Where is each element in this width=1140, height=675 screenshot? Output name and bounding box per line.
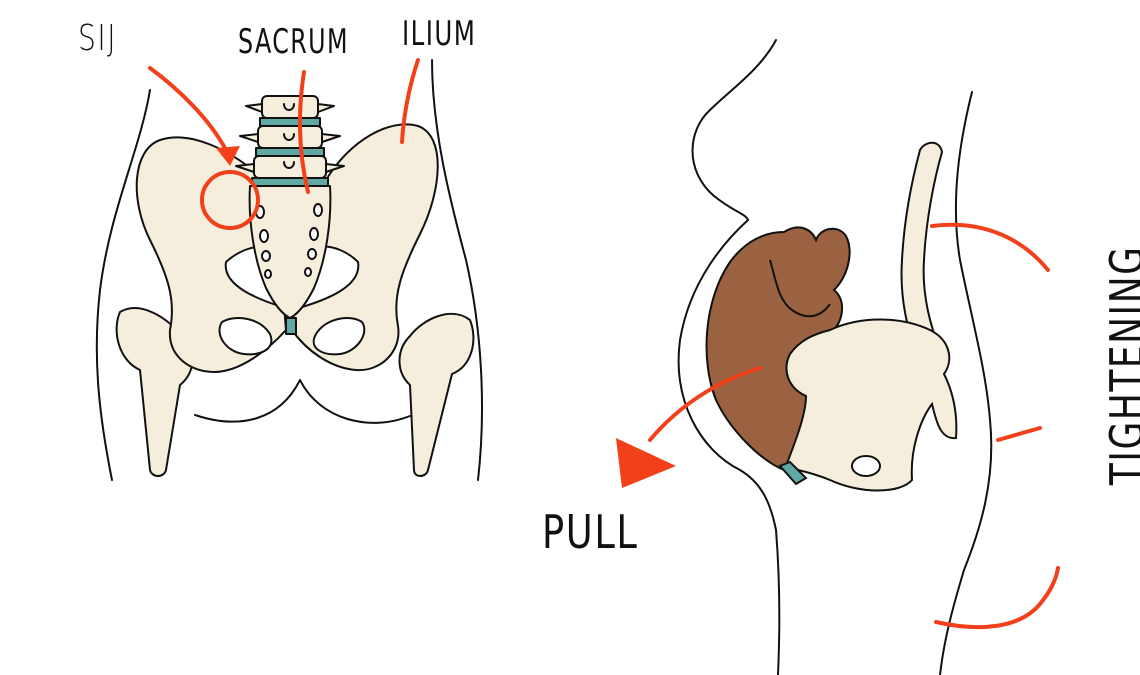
pull-curve [648,366,762,442]
pubic-symphysis [285,317,297,335]
side-obturator [851,455,881,477]
right-femur [398,312,475,477]
sij-arrowhead-icon [216,146,240,166]
body-outline-right [431,59,483,481]
pull-arrow-icon [616,438,676,488]
sij-pointer-line [148,66,228,152]
left-obturator [218,317,273,356]
spine-side [900,141,944,354]
label-tightening: TIGHTENING [1100,245,1140,486]
organ-fold [769,259,831,318]
label-ilium: ILIUM [402,14,477,54]
body-outline-left [95,89,151,481]
side-symphysis [778,460,808,486]
lumbar-spine [235,95,345,187]
sij-circle-icon [200,170,260,230]
front-annotations [148,58,420,230]
back-outline [939,91,993,675]
sacrum-pointer-line [297,70,310,194]
side-annotations [616,222,1060,630]
right-obturator [312,317,366,356]
groin-line [194,379,411,424]
sacral-foramina [255,203,323,279]
label-sacrum: SACRUM [238,22,349,62]
belly-outline [677,39,781,675]
ilium-pointer-line [400,58,420,144]
tightening-mark-mid [996,426,1042,442]
tightening-mark-top [930,222,1050,272]
label-pull: PULL [542,505,639,559]
front-view-pelvis [95,59,483,481]
side-view-body [677,39,993,675]
pelvis-side [784,318,958,492]
label-sij: SIJ [78,18,118,59]
tightening-mark-bottom [934,566,1060,630]
